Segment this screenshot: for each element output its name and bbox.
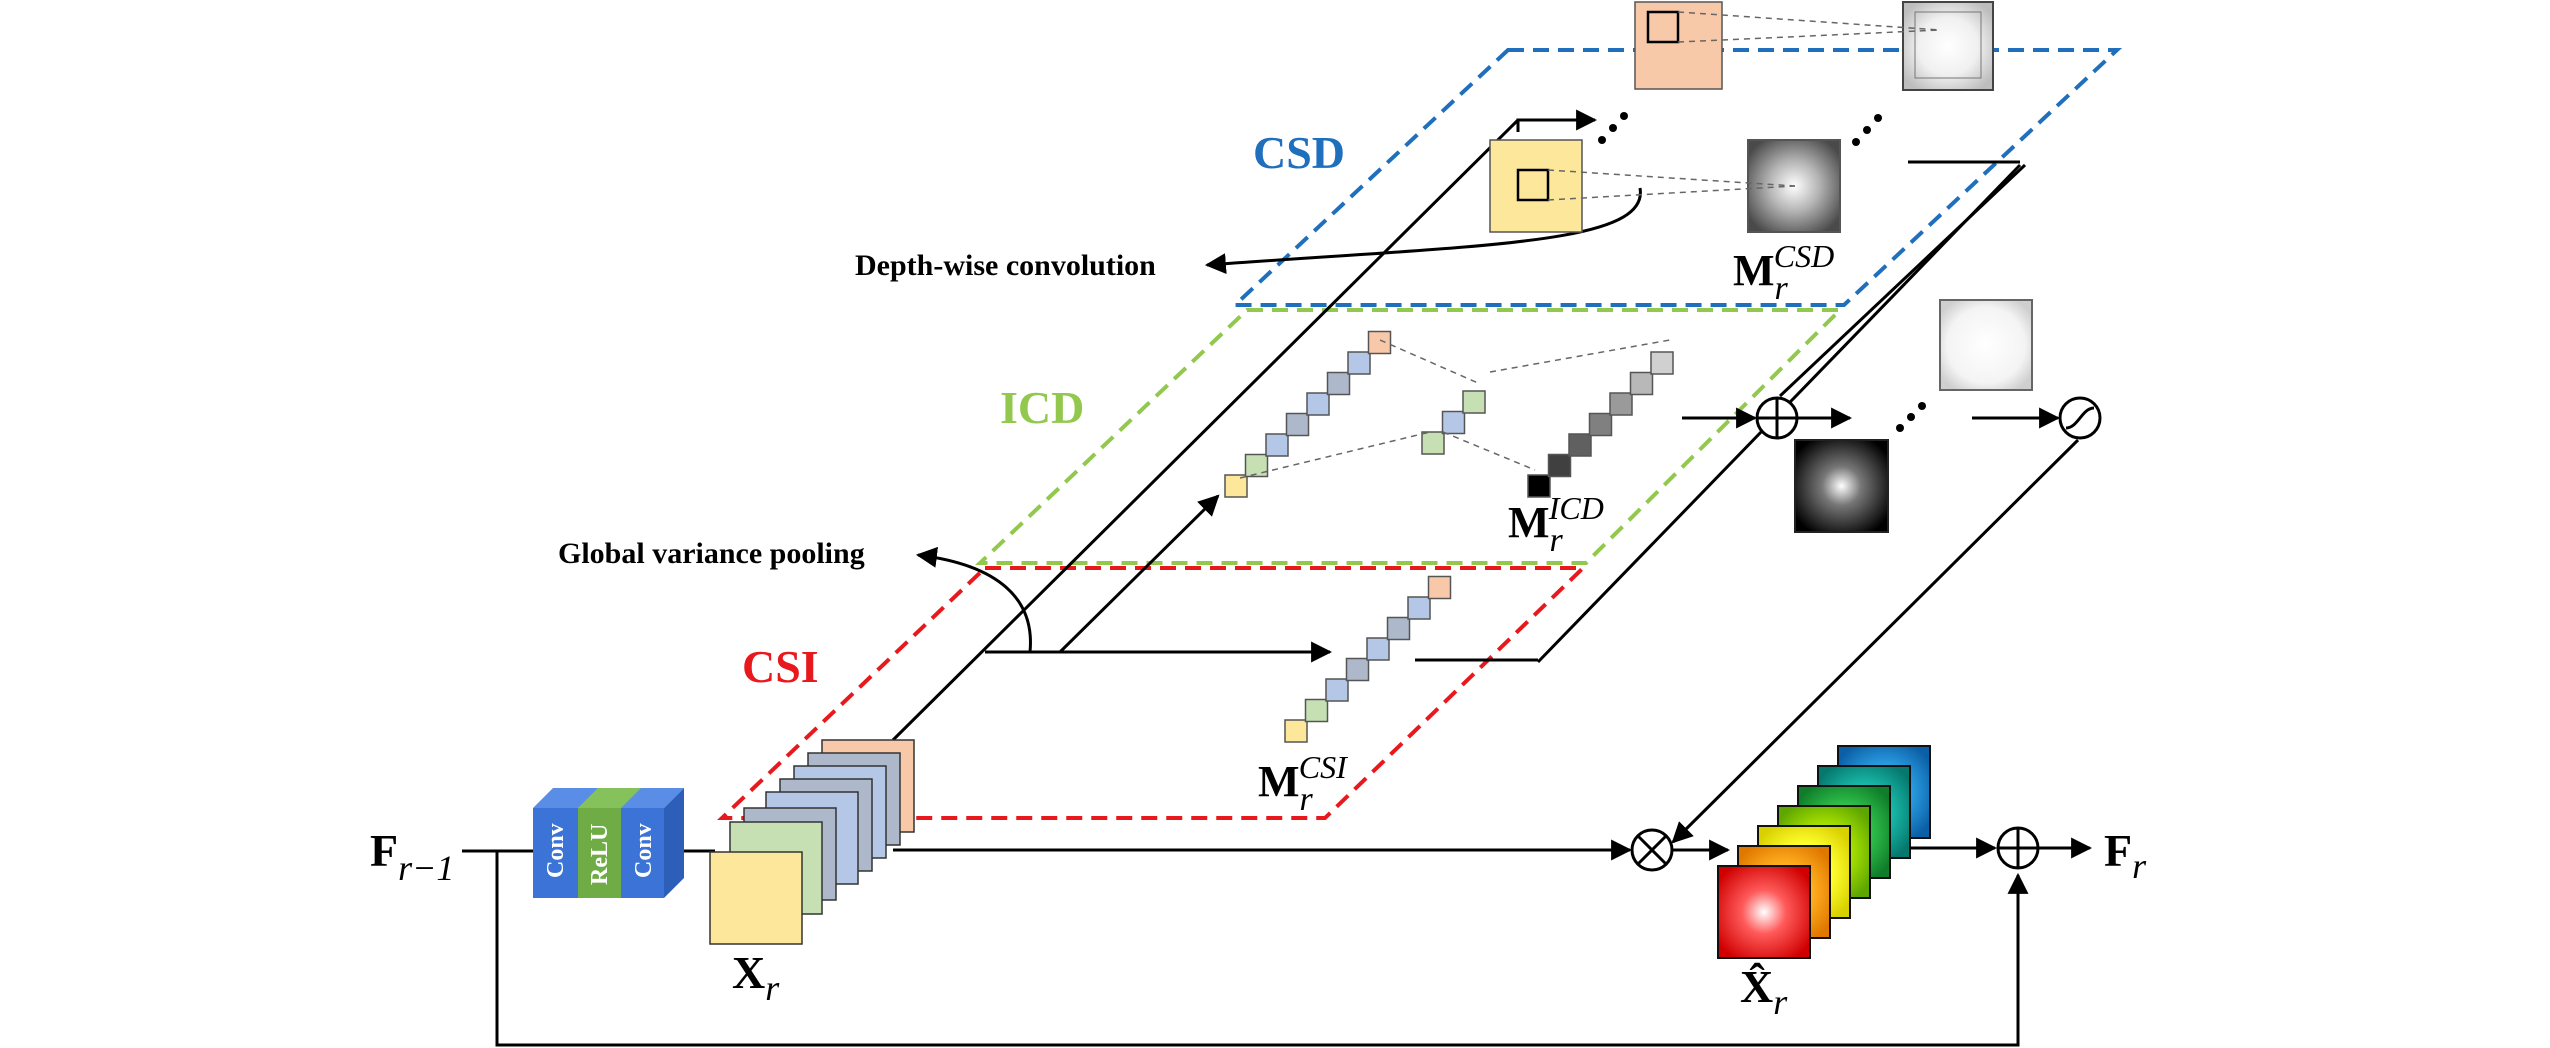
icd-col-3-cell-6	[1650, 351, 1674, 375]
sigmoid-circle	[2058, 396, 2102, 440]
csd-dots-a1	[1598, 136, 1606, 144]
soft-white-map	[1939, 299, 2033, 391]
right-dots-3	[1918, 402, 1926, 410]
csi-column	[1284, 575, 1452, 743]
plus-circle-top	[1755, 396, 1799, 440]
csi-col-cell-2	[1325, 678, 1349, 702]
csi-label: CSI	[742, 641, 819, 692]
csd-dots-a2	[1609, 124, 1617, 132]
icd-col-3-cell-2	[1568, 433, 1592, 457]
icd-col-1-cell-7	[1367, 330, 1392, 355]
icd-column-3	[1527, 351, 1674, 498]
csi-col-cell-6	[1407, 596, 1431, 620]
gvp-text: Global variance pooling	[558, 537, 865, 570]
icd-column-1	[1224, 330, 1392, 498]
right-dots-2	[1907, 413, 1915, 421]
sigmoid-to-multiply	[1671, 438, 2080, 844]
icd-col-1-cell-1	[1244, 453, 1269, 478]
csd-yellow-kernel	[1516, 168, 1550, 202]
icd-col-1-cell-2	[1265, 433, 1289, 457]
relu-text: ReLU	[587, 824, 613, 885]
to-icd-arrow	[1058, 494, 1220, 654]
xhat-layer-6	[1717, 865, 1811, 959]
input-label: Fr−1	[370, 825, 454, 888]
output-label: Fr	[2104, 825, 2147, 886]
icd-col-1-cell-3	[1285, 412, 1310, 437]
m-csd-label: MrCSD	[1733, 238, 1834, 307]
right-dots-1	[1896, 424, 1904, 432]
icd-region	[974, 308, 1845, 565]
xr-label: Xr	[732, 947, 780, 1008]
xhat-feature-stack	[1717, 745, 1931, 959]
conv1-text: Conv	[543, 823, 569, 878]
conv-relu-conv-block	[533, 788, 684, 898]
diag-line-left	[891, 118, 1520, 742]
to-plus-diag	[1778, 163, 2027, 398]
csd-top-grey-map	[1902, 1, 1994, 91]
csd-label: CSD	[1253, 127, 1345, 178]
icd-col-2-cell-1	[1441, 410, 1466, 435]
icd-dash-1	[1379, 339, 1479, 384]
csd-dots-b1	[1852, 138, 1860, 146]
csi-col-cell-3	[1345, 657, 1370, 682]
csi-col-cell-4	[1366, 637, 1390, 661]
m-icd-label: MrICD	[1508, 490, 1604, 559]
csd-dots-b2	[1863, 126, 1871, 134]
icd-col-2-cell-0	[1421, 431, 1445, 455]
csd-yellow-square	[1489, 139, 1583, 233]
xhat-label: X̂r	[1740, 961, 1788, 1022]
csi-col-cell-1	[1304, 698, 1329, 723]
multiply-circle	[1630, 828, 1674, 872]
icd-col-3-cell-3	[1588, 412, 1613, 437]
depthwise-arrow	[1204, 187, 1642, 275]
gvp-arrow	[915, 546, 1032, 653]
plus-circle-bottom	[1996, 826, 2040, 870]
conv2-text: Conv	[631, 823, 657, 878]
csd-dash-1	[1547, 169, 1796, 187]
csd-dash-2	[1547, 185, 1796, 201]
xr-feature-stack	[709, 739, 915, 945]
csi-col-cell-5	[1386, 616, 1411, 641]
icd-dash-4	[1442, 431, 1536, 471]
csi-col-cell-0	[1284, 719, 1308, 743]
depthwise-text: Depth-wise convolution	[855, 249, 1156, 282]
csi-col-cell-7	[1427, 575, 1452, 600]
csd-entry-arrow	[1516, 109, 1598, 132]
csd-dots-b3	[1874, 114, 1882, 122]
icd-col-2-cell-2	[1462, 390, 1486, 414]
csd-top-grey-inner	[1914, 11, 1982, 79]
icd-dash-3	[1489, 339, 1671, 373]
icd-col-3-cell-1	[1547, 453, 1572, 478]
icd-label: ICD	[1000, 382, 1084, 433]
icd-col-1-cell-0	[1224, 474, 1248, 498]
m-csi-label: MrCSI	[1258, 749, 1348, 818]
skip-connection	[495, 851, 2029, 1047]
icd-column-2	[1421, 390, 1486, 455]
icd-col-1-cell-6	[1347, 351, 1371, 375]
icd-col-1-cell-4	[1306, 392, 1330, 416]
csd-top-kernel	[1646, 10, 1680, 44]
icd-col-3-cell-4	[1609, 392, 1633, 416]
csd-dots-a3	[1620, 112, 1628, 120]
black-map	[1794, 439, 1889, 533]
icd-col-3-cell-5	[1629, 371, 1654, 396]
csi-region	[716, 566, 1588, 820]
xr-layer-7	[709, 851, 803, 945]
icd-col-1-cell-5	[1326, 371, 1351, 396]
icd-col-3-cell-0	[1527, 474, 1551, 498]
